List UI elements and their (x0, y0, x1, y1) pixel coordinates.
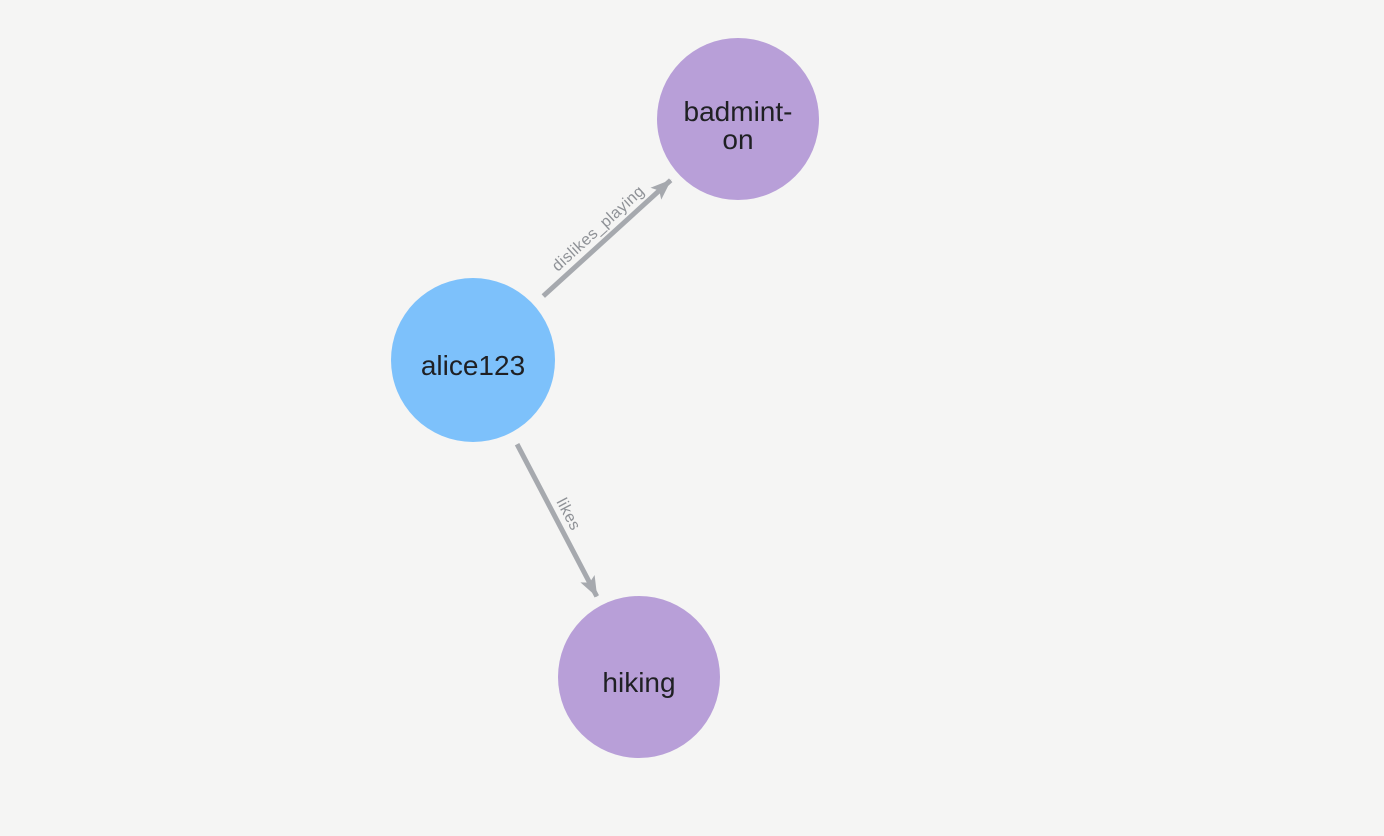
edge-label-likes: likes (553, 495, 584, 533)
node-badminton[interactable] (657, 38, 819, 200)
edge-alice123-badminton[interactable] (541, 178, 673, 298)
node-hiking[interactable] (558, 596, 720, 758)
edge-label-dislikes_playing: dislikes_playing (549, 183, 648, 275)
node-alice123[interactable] (391, 278, 555, 442)
edge-alice123-hiking[interactable] (514, 442, 599, 598)
